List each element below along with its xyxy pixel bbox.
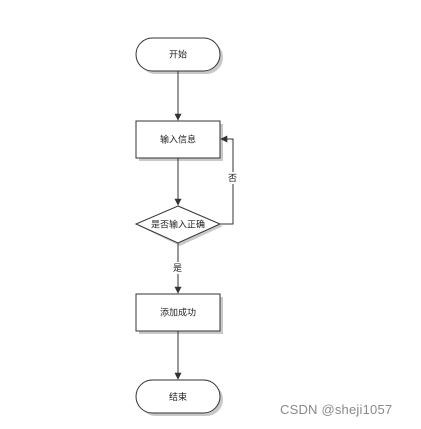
add-success-node-label: 添加成功 — [160, 307, 196, 319]
start-node-label: 开始 — [169, 49, 187, 61]
add-success-node: 添加成功 — [135, 293, 221, 332]
input-node-label: 输入信息 — [160, 134, 196, 146]
end-node: 结束 — [135, 379, 221, 414]
no-label-bg — [226, 172, 239, 184]
yes-label-bg — [171, 262, 184, 274]
edge-label-yes: 是 — [173, 263, 182, 274]
decision-node: 是否输入正确 — [134, 205, 222, 244]
decision-node-label: 是否输入正确 — [151, 219, 205, 231]
end-node-label: 结束 — [169, 391, 187, 403]
watermark-text: CSDN @sheji1057 — [280, 402, 393, 417]
edge-label-no: 否 — [228, 173, 237, 184]
start-node: 开始 — [135, 37, 221, 72]
input-node: 输入信息 — [135, 120, 221, 159]
